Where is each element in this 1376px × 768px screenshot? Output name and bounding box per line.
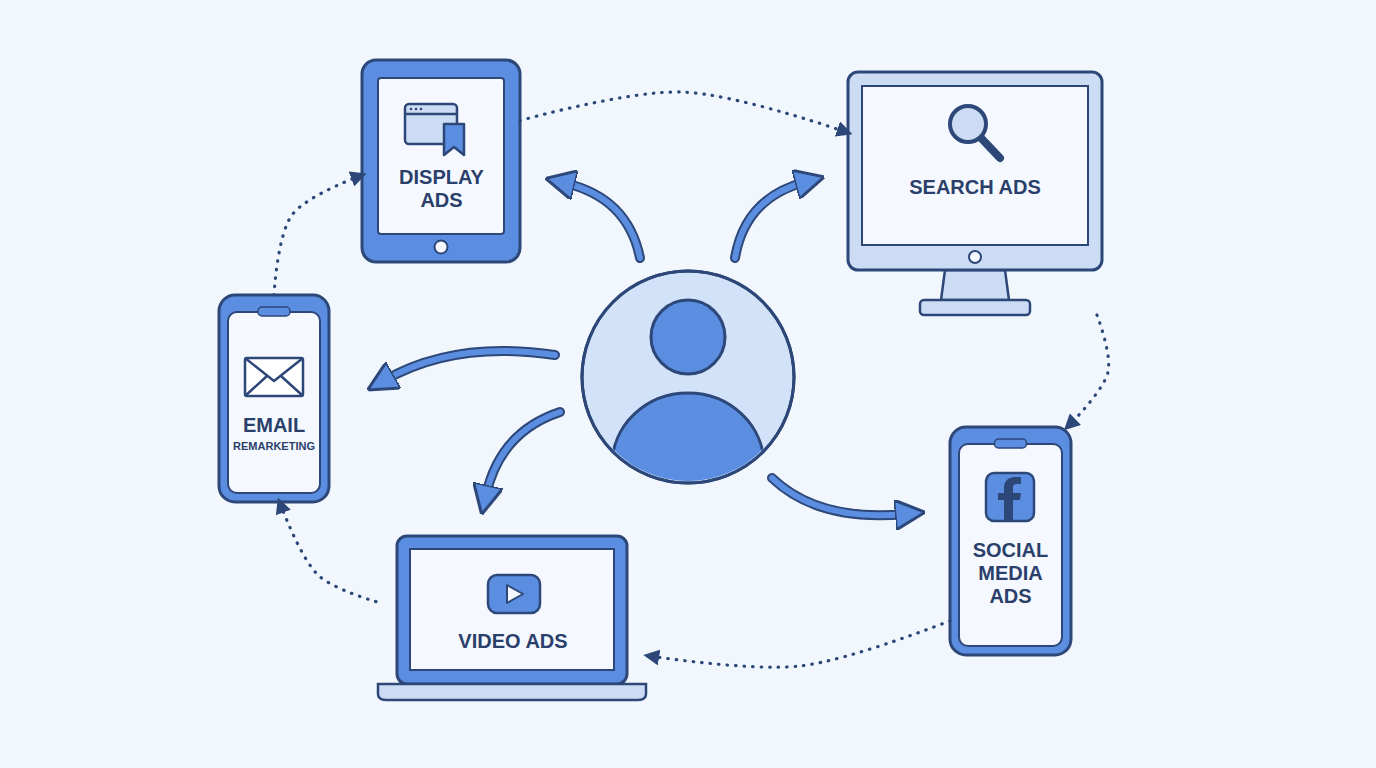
browser-dot xyxy=(420,108,423,111)
phone-screen xyxy=(228,312,320,493)
hub-arrow-outline xyxy=(486,412,560,495)
facebook-icon xyxy=(986,473,1034,521)
dotted-connector xyxy=(520,92,848,133)
device-node: SOCIAL MEDIA ADS xyxy=(950,427,1071,655)
browser-dot xyxy=(415,108,418,111)
play-button xyxy=(488,575,540,613)
tablet-screen xyxy=(378,78,504,234)
node-label: EMAIL xyxy=(243,414,305,437)
screen-text: EMAIL REMARKETING xyxy=(228,407,320,459)
screen-text: SOCIAL MEDIA ADS xyxy=(960,525,1061,621)
user-body xyxy=(612,393,764,537)
monitor-neck xyxy=(941,270,1009,300)
hub-arrow xyxy=(735,182,805,258)
dotted-connector xyxy=(274,175,362,295)
monitor-body xyxy=(848,72,1102,270)
browser-dot xyxy=(410,108,413,111)
hub-arrow xyxy=(565,183,640,258)
device-outline xyxy=(362,60,520,262)
hub-arrow-outline xyxy=(385,351,555,380)
laptop-screen xyxy=(410,549,614,670)
home-button xyxy=(435,241,448,254)
envelope xyxy=(245,358,303,396)
facebook-tile xyxy=(986,473,1034,521)
screen-text: SEARCH ADS xyxy=(862,167,1088,207)
screen-text: DISPLAY ADS xyxy=(378,160,505,218)
phone-screen xyxy=(959,444,1062,646)
magnifier-lens xyxy=(950,106,986,142)
hub-arrow-outline xyxy=(772,478,905,515)
phone-body xyxy=(219,295,329,502)
browser-bar xyxy=(405,113,457,116)
tablet-body xyxy=(362,60,520,262)
hub-arrow-outline xyxy=(565,183,640,258)
laptop-lid xyxy=(397,536,627,684)
phone-body xyxy=(950,427,1071,655)
monitor-screen xyxy=(862,86,1088,245)
node-label: SEARCH ADS xyxy=(909,176,1041,199)
hub-ring xyxy=(582,271,794,483)
email-icon xyxy=(245,358,303,396)
device-node: SEARCH ADS xyxy=(848,72,1102,315)
device-outline xyxy=(376,536,648,700)
hub-arrow xyxy=(486,412,560,495)
bookmark-ribbon xyxy=(444,124,464,155)
phone-notch xyxy=(258,307,290,316)
hub-arrow-outline xyxy=(735,182,805,258)
user-head xyxy=(651,300,725,374)
display-icon xyxy=(405,104,464,155)
user-hub xyxy=(582,271,794,537)
device-node: EMAIL REMARKETING xyxy=(219,295,329,502)
browser-window xyxy=(405,104,457,144)
node-sublabel: REMARKETING xyxy=(233,440,315,453)
device-node: VIDEO ADS xyxy=(376,536,648,700)
device-outline xyxy=(219,295,329,502)
hub-arrow xyxy=(385,351,555,380)
play-triangle xyxy=(507,585,523,603)
video-icon xyxy=(488,575,540,613)
envelope-flap xyxy=(245,358,303,381)
search-icon xyxy=(950,106,1000,158)
dotted-connector xyxy=(648,621,950,667)
monitor-base xyxy=(920,300,1030,315)
node-label: SOCIAL MEDIA ADS xyxy=(966,539,1056,608)
magnifier-handle xyxy=(981,138,1000,158)
node-label: DISPLAY ADS xyxy=(387,166,497,212)
node-label: VIDEO ADS xyxy=(458,630,567,653)
phone-notch xyxy=(995,439,1027,448)
facebook-glyph xyxy=(998,477,1021,521)
hub-arrow xyxy=(772,478,905,515)
screen-text: VIDEO ADS xyxy=(410,624,616,658)
laptop-base xyxy=(378,684,646,700)
monitor-button xyxy=(969,251,981,263)
dotted-connector xyxy=(280,502,377,602)
envelope-fold xyxy=(245,376,303,396)
device-node: DISPLAY ADS xyxy=(362,60,520,262)
dotted-connector xyxy=(1067,315,1108,427)
hub-circle xyxy=(582,271,794,483)
